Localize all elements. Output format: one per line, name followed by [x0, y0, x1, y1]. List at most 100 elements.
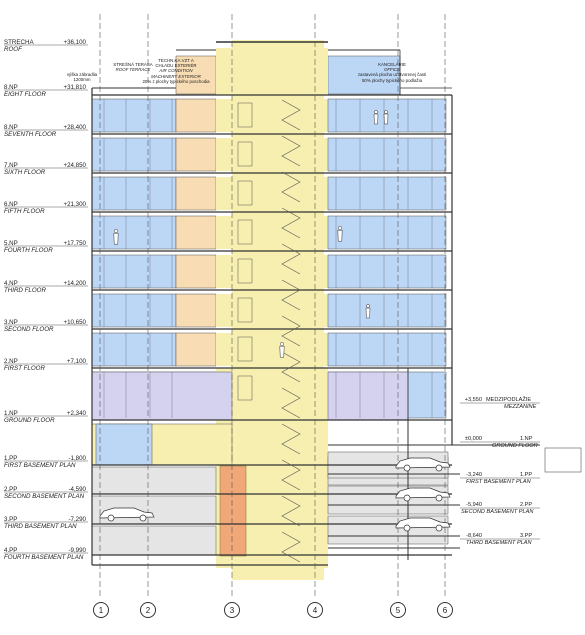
office-zone: [327, 137, 447, 172]
elevator-door: [237, 102, 253, 128]
note-line: 20% z plochy typického poschodia: [142, 78, 210, 84]
office-zone: [91, 254, 177, 289]
stair-flight: [281, 423, 301, 455]
level-name-en: GROUND FLOOR: [4, 417, 55, 424]
right-level-name-en: GROUND FLOOR: [492, 443, 538, 449]
stair-flight: [281, 207, 301, 239]
axis-bubble: 1: [93, 602, 109, 618]
person-figure: [279, 341, 285, 358]
level-name-en: SECOND BASEMENT PLAN: [4, 493, 85, 500]
right-level-elevation: -3,240: [466, 472, 482, 478]
right-level-name: 1.NP: [520, 436, 533, 442]
stair-flight: [281, 171, 301, 203]
axis-bubble: 4: [307, 602, 323, 618]
office-note: KANCELÁRIE OFFICE zastavená plocha uzatv…: [348, 62, 436, 83]
office-zone: [327, 215, 447, 250]
car-silhouette: [395, 487, 451, 502]
stair-flight: [281, 243, 301, 275]
level-elevation: +28,400: [63, 124, 86, 131]
level-name: 8.NP: [4, 124, 18, 131]
level-name-en: FOURTH FLOOR: [4, 247, 53, 254]
right-level-name-en: MEZZANINE: [504, 404, 537, 410]
level-name: 2.PP: [4, 486, 18, 493]
right-level-name-en: THIRD BASEMENT PLAN: [466, 540, 532, 546]
right-level-name-en: SECOND BASEMENT PLAN: [461, 509, 534, 515]
office-zone: [327, 176, 447, 211]
note-line: zastavená plocha uzatvorenej časti: [357, 72, 427, 78]
level-elevation: -4,590: [68, 486, 86, 493]
elevator-door: [237, 219, 253, 245]
elevator-door: [237, 375, 253, 401]
level-elevation: +24,850: [63, 162, 86, 169]
stair-flight: [281, 315, 301, 347]
service-zone: [175, 98, 217, 133]
right-level-elevation: +3,550: [464, 397, 482, 403]
service-zone: [175, 254, 217, 289]
note-line: 1200mm: [73, 77, 91, 83]
roof-label-en: ROOF: [4, 46, 22, 53]
note-line-en: ROOF TERRACE: [115, 67, 151, 73]
level-name: 4.PP: [4, 547, 18, 554]
office-zone: [91, 137, 177, 172]
note-line-en: MACHINERY EXTERIOR: [151, 73, 201, 79]
person-figure: [383, 110, 389, 125]
parking-zone: [91, 466, 217, 495]
right-level-elevation: -5,940: [466, 502, 482, 508]
level-name-en: FOURTH BASEMENT PLAN: [4, 554, 84, 561]
car-silhouette: [395, 457, 451, 472]
level-name-en: SECOND FLOOR: [4, 326, 54, 333]
level-name: 1.PP: [4, 455, 18, 462]
stair-flight: [281, 495, 301, 527]
person-figure: [337, 225, 343, 242]
note-line: výška zábradlia: [66, 72, 98, 77]
note-line: KANCELÁRIE: [378, 62, 406, 67]
office-zone: [91, 215, 177, 250]
ground-feature: [544, 447, 582, 473]
level-name-en: THIRD FLOOR: [4, 287, 46, 294]
level-elevation: -1,800: [68, 455, 86, 462]
roof-label: STRECHA: [4, 39, 34, 46]
elevator-door: [237, 180, 253, 206]
service-zone: [175, 176, 217, 211]
elevator-door: [237, 141, 253, 167]
level-name: 6.NP: [4, 201, 18, 208]
stair-flight: [281, 459, 301, 491]
level-elevation: -7,290: [68, 516, 86, 523]
service-zone: [175, 293, 217, 328]
note-line: TECHN.KA.VZT A: [158, 58, 194, 63]
note-line-en: OFFICE: [383, 67, 401, 73]
car-silhouette: [99, 507, 155, 522]
office-zone: [91, 98, 177, 133]
stair-flight: [281, 351, 301, 383]
note-line: STREŠNÁ TERASA: [113, 62, 153, 67]
double-height-zone: [91, 371, 233, 421]
elevator-car: [219, 465, 247, 557]
parapet-height-note: výška zábradlia 1200mm: [64, 72, 100, 82]
service-zone: [175, 332, 217, 367]
stair-flight: [281, 99, 301, 131]
office-zone: [327, 293, 447, 328]
level-name: 7.NP: [4, 162, 18, 169]
person-figure: [365, 304, 371, 319]
office-zone: [327, 332, 447, 367]
level-elevation: +21,300: [63, 201, 86, 208]
level-name-en: SEVENTH FLOOR: [4, 131, 57, 138]
level-name: 3.NP: [4, 319, 18, 326]
note-line: CHLADU EXTERIÉR: [155, 63, 197, 69]
stair-flight: [281, 531, 301, 563]
note-line-en: AIR CONDITION: [159, 68, 193, 74]
level-elevation: +10,650: [63, 319, 86, 326]
office-zone: [91, 293, 177, 328]
level-name: 2.NP: [4, 358, 18, 365]
level-elevation: -9,990: [68, 547, 86, 554]
car-silhouette: [395, 517, 451, 532]
level-elevation: +31,810: [63, 84, 86, 91]
rooftop-office-zone: [327, 55, 401, 95]
level-elevation: +14,200: [63, 280, 86, 287]
right-level-name-en: FIRST BASEMENT PLAN: [466, 479, 531, 485]
elevator-door: [237, 336, 253, 362]
level-name-en: EIGHT FLOOR: [4, 91, 46, 98]
stair-flight: [281, 135, 301, 167]
level-name: 1.NP: [4, 410, 18, 417]
